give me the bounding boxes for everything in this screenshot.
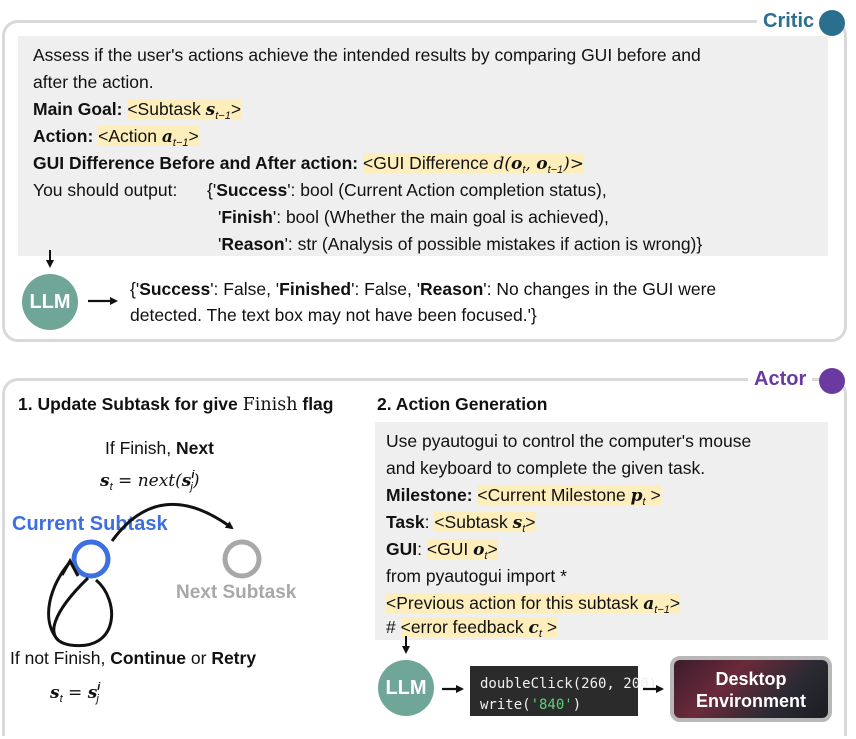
desktop-environment: Desktop Environment bbox=[670, 656, 832, 722]
main-goal-label: Main Goal: bbox=[33, 99, 123, 119]
if-not-finish-label: If not Finish, Continue or Retry bbox=[10, 648, 257, 668]
gen-milestone: Milestone: <Current Milestone pt > bbox=[386, 485, 661, 508]
actor-llm-node: LLM bbox=[378, 660, 434, 716]
next-formula: st = next(sij) bbox=[100, 469, 200, 493]
continue-loop-arc bbox=[52, 576, 114, 648]
update-heading: 1. Update Subtask for give Finish flag bbox=[18, 394, 334, 415]
critic-response-line2: detected. The text box may not have been… bbox=[130, 305, 537, 325]
gen-line1: Use pyautogui to control the computer's … bbox=[386, 431, 752, 451]
gen-task: Task: <Subtask st> bbox=[386, 512, 536, 535]
if-finish-label: If Finish, Next bbox=[105, 438, 214, 458]
critic-main-goal: Main Goal: <Subtask st−1> bbox=[33, 96, 242, 130]
current-subtask-label: Current Subtask bbox=[12, 513, 168, 535]
next-subtask-label: Next Subtask bbox=[176, 582, 297, 603]
critic-output-line3: 'Reason': str (Analysis of possible mist… bbox=[218, 234, 703, 254]
critic-intro-line2: after the action. bbox=[33, 72, 154, 92]
critic-output-line2: 'Finish': bool (Whether the main goal is… bbox=[218, 207, 609, 227]
critic-intro-line1: Assess if the user's actions achieve the… bbox=[33, 45, 701, 65]
gen-line2: and keyboard to complete the given task. bbox=[386, 458, 706, 478]
current-subtask-circle bbox=[71, 539, 111, 579]
code-line2: write('840') bbox=[480, 697, 582, 713]
action-code-box: doubleClick(260, 200) write('840') bbox=[470, 666, 658, 716]
gen-error-feedback: # <error feedback ct > bbox=[386, 617, 558, 640]
gen-gui: GUI: <GUI ot> bbox=[386, 539, 498, 562]
gui-diff-value: <GUI Difference d(ot, ot−1)> bbox=[362, 153, 585, 176]
critic-response-line1: {'Success': False, 'Finished': False, 'R… bbox=[130, 279, 717, 299]
action-value: <Action at−1> bbox=[98, 126, 199, 149]
gui-diff-label: GUI Difference Before and After action: bbox=[33, 153, 359, 173]
critic-output-label: You should output: bbox=[33, 180, 178, 200]
main-goal-value: <Subtask st−1> bbox=[127, 99, 242, 122]
code-line1: doubleClick(260, 200) bbox=[480, 676, 658, 692]
finish-next-arc bbox=[110, 502, 234, 542]
critic-gui-diff: GUI Difference Before and After action: … bbox=[33, 150, 585, 184]
critic-llm-node: LLM bbox=[22, 274, 78, 330]
critic-prompt-box bbox=[18, 36, 828, 256]
continue-loop-side bbox=[47, 561, 72, 642]
action-label: Action: bbox=[33, 126, 94, 146]
critic-output-line1: {'Success': bool (Current Action complet… bbox=[207, 180, 607, 200]
next-subtask-circle bbox=[222, 539, 262, 579]
critic-title: Critic bbox=[757, 10, 821, 33]
actor-dot-icon bbox=[819, 368, 845, 394]
gen-import: from pyautogui import * bbox=[386, 566, 567, 586]
critic-action: Action: <Action at−1> bbox=[33, 123, 199, 157]
continue-formula: st = sij bbox=[50, 681, 101, 705]
actor-title: Actor bbox=[748, 368, 813, 391]
generation-heading: 2. Action Generation bbox=[377, 394, 548, 414]
gen-prev-action: <Previous action for this subtask at−1> bbox=[386, 593, 681, 616]
desktop-label: Desktop Environment bbox=[695, 669, 806, 711]
critic-dot-icon bbox=[819, 10, 845, 36]
